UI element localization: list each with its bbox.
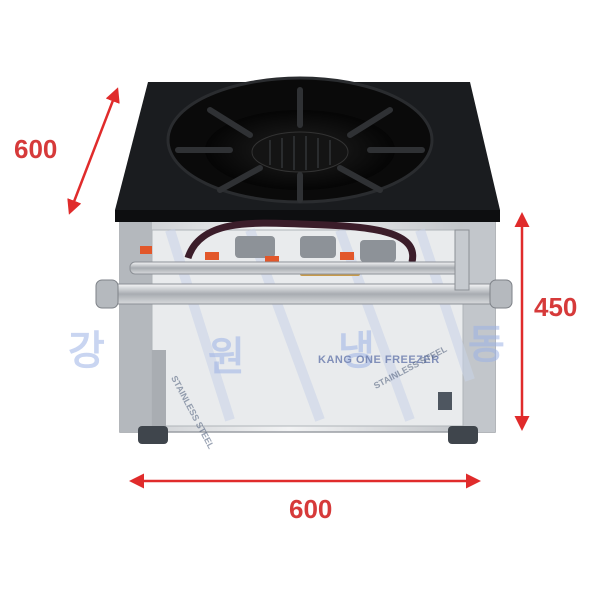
watermark-char-2: 원 (208, 334, 245, 380)
legs (138, 426, 478, 444)
watermark-char-3: 냉 (338, 328, 375, 374)
watermark-brand-suffix: FREEZER (384, 354, 440, 366)
watermark-char-1: 강 (68, 328, 105, 374)
watermark-brand: KANG ONE FREEZER (318, 354, 440, 366)
valve-knob-2 (205, 252, 219, 260)
valve-knob-3 (265, 256, 279, 264)
watermark-char-4: 동 (468, 322, 505, 368)
depth-dimension-label: 600 (14, 134, 58, 164)
depth-arrow (67, 87, 120, 215)
height-dimension-label: 450 (534, 292, 578, 322)
watermark-brand-prefix: KANG ONE (318, 354, 382, 366)
gas-pipe-rail (95, 229, 513, 309)
width-dimension-label: 600 (289, 494, 333, 524)
dimension-arrows (67, 87, 530, 489)
valve-knob-4 (340, 252, 354, 260)
valve-knob-1 (140, 246, 152, 254)
gas-hose (184, 219, 417, 263)
burner-grate (166, 76, 434, 204)
